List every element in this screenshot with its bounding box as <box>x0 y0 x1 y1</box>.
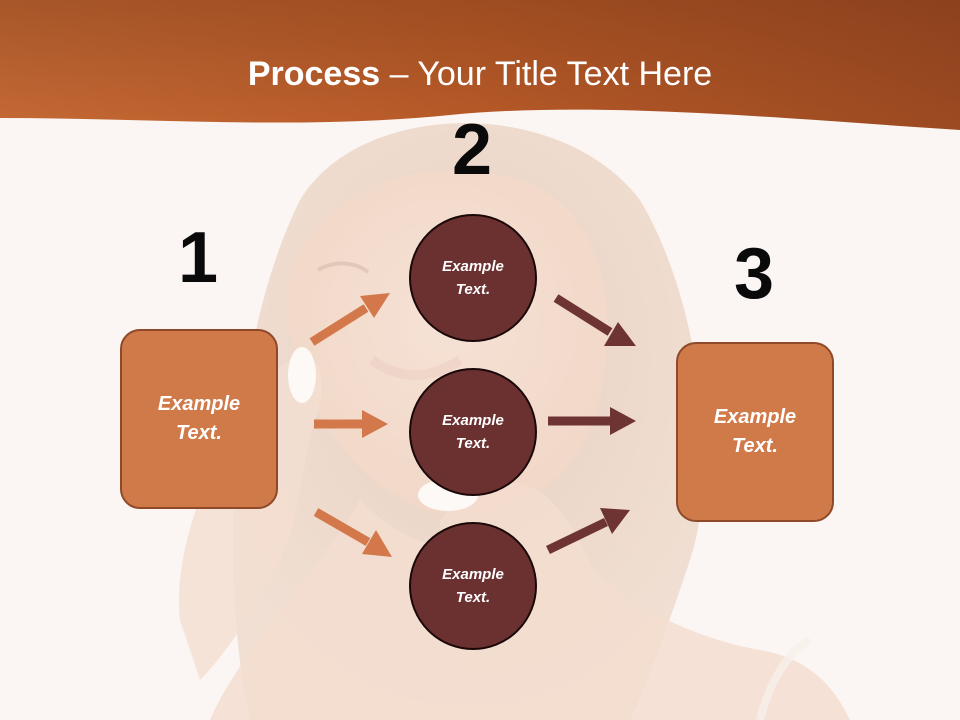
title-bold: Process <box>247 55 381 93</box>
circle-1: Example Text. <box>409 214 537 342</box>
circle-1-text: Example Text. <box>442 258 504 298</box>
step-number-1: 1 <box>177 218 219 298</box>
circle-3-text: Example Text. <box>442 566 504 606</box>
arrow-to-circle-2 <box>314 410 388 438</box>
right-text-box: Example Text. <box>676 342 834 522</box>
right-box-text: Example Text. <box>713 406 797 457</box>
circle-2: Example Text. <box>409 368 537 496</box>
arrow-from-circle-3 <box>546 508 630 555</box>
left-box-text: Example Text. <box>157 393 241 444</box>
step-number-2: 2 <box>451 110 493 190</box>
title-rest: – Your Title Text Here <box>380 55 713 93</box>
header-band <box>0 0 960 130</box>
arrow-from-circle-1 <box>553 294 636 346</box>
arrow-from-circle-2 <box>548 407 636 435</box>
left-text-box: Example Text. <box>120 329 278 509</box>
circle-3: Example Text. <box>409 522 537 650</box>
circle-2-text: Example Text. <box>442 412 504 452</box>
arrow-to-circle-1 <box>309 293 390 346</box>
arrow-to-circle-3 <box>313 508 392 557</box>
step-number-3: 3 <box>733 234 775 314</box>
slide-title: Process – Your Title Text Here <box>0 52 960 96</box>
